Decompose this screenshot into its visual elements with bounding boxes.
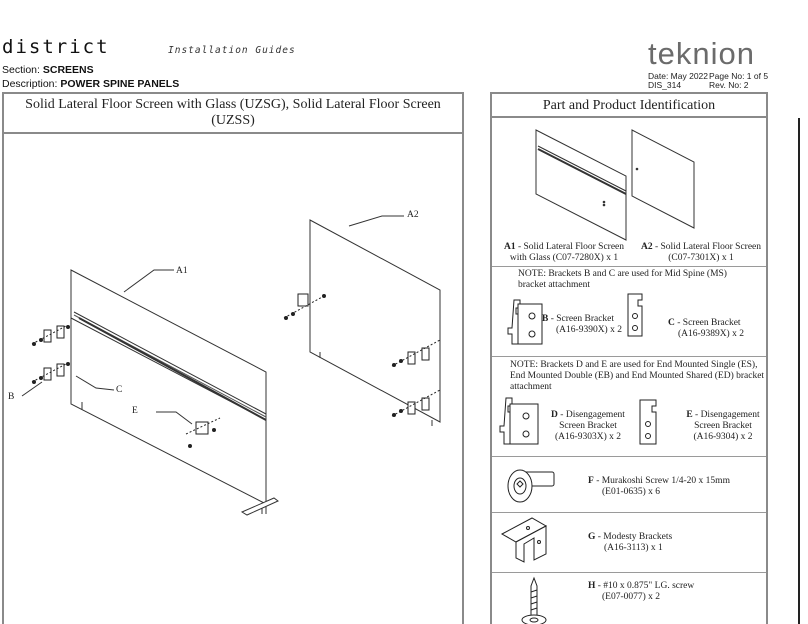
callout-a2: A2 <box>407 210 419 220</box>
solid-panel-right <box>309 219 441 423</box>
section-value: SCREENS <box>42 64 94 76</box>
brand-name: district <box>2 36 110 58</box>
description-value: POWER SPINE PANELS <box>60 78 180 90</box>
bracket-cluster-mid-right <box>391 339 441 367</box>
part-a1-label: A1 - Solid Lateral Floor Screen with Gla… <box>503 242 625 263</box>
part-h-label: H - #10 x 0.875" LG. screw (E07-0077) x … <box>588 581 695 602</box>
divider <box>492 456 766 457</box>
callout-b: B <box>8 392 15 402</box>
part-e-label: E - Disengagement Screen Bracket (A16-93… <box>686 410 760 442</box>
part-g-label: G - Modesty Brackets (A16-3113) x 1 <box>588 532 673 553</box>
part-f-label: F - Murakoshi Screw 1/4-20 x 15mm (E01-0… <box>588 476 730 497</box>
bracket-c-icon <box>627 293 643 337</box>
bracket-e-icon <box>639 399 657 445</box>
divider <box>492 512 766 513</box>
bracket-cluster-upper-right <box>283 293 326 320</box>
part-d-label: D - Disengagement Screen Bracket (A16-93… <box>551 410 625 442</box>
bracket-cluster-upper-left <box>31 325 70 346</box>
callout-c: C <box>116 385 123 395</box>
screen-panels-illustration <box>535 129 695 241</box>
note-bc: NOTE: Brackets B and C are used for Mid … <box>518 269 727 290</box>
panel-title: Solid Lateral Floor Screen with Glass (U… <box>4 94 462 134</box>
bracket-d-icon <box>499 397 539 445</box>
doc-id: DIS_314 <box>648 80 682 90</box>
section-line: Section: SCREENS <box>2 64 94 76</box>
murakoshi-screw-icon <box>507 469 555 503</box>
section-label: Section: <box>2 64 40 76</box>
exploded-assembly-drawing <box>21 215 441 516</box>
divider <box>492 356 766 357</box>
doc-page: Page No: 1 of 5 <box>709 71 769 81</box>
description-line: Description: POWER SPINE PANELS <box>2 78 179 90</box>
bracket-e-assembly <box>185 417 221 448</box>
bracket-cluster-lower-left <box>31 362 70 384</box>
page-edge-bar <box>798 118 800 624</box>
wood-screw-icon <box>521 576 547 624</box>
callout-a1: A1 <box>176 266 188 276</box>
parts-panel: Part and Product Identification A1 - Sol… <box>490 92 768 624</box>
guide-type: Installation Guides <box>168 45 296 56</box>
teknion-logo: teknion <box>648 36 755 71</box>
bracket-b-icon <box>507 299 543 345</box>
parts-panel-title: Part and Product Identification <box>492 94 766 118</box>
callout-e: E <box>132 406 138 416</box>
part-a2-label: A2 - Solid Lateral Floor Screen (C07-730… <box>640 242 762 263</box>
part-c-label: C - Screen Bracket (A16-9389X) x 2 <box>668 318 744 339</box>
modesty-bracket-icon <box>500 517 548 563</box>
description-label: Description: <box>2 78 58 90</box>
divider <box>492 266 766 267</box>
bracket-cluster-low-right <box>391 389 441 417</box>
divider <box>492 572 766 573</box>
installation-panel: Solid Lateral Floor Screen with Glass (U… <box>2 92 464 624</box>
doc-rev: Rev. No: 2 <box>709 80 749 90</box>
note-de: NOTE: Brackets D and E are used for End … <box>510 360 765 392</box>
part-b-label: B - Screen Bracket (A16-9390X) x 2 <box>542 314 622 335</box>
doc-date: Date: May 2022 <box>648 71 709 81</box>
base-foot <box>240 497 279 516</box>
